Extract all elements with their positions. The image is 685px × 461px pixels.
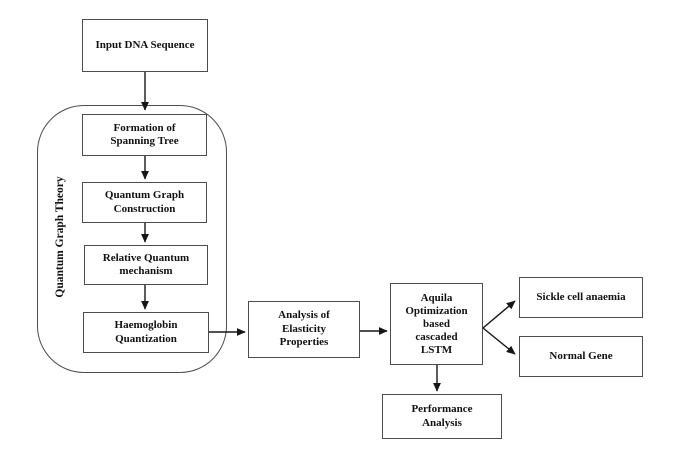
node-label: Relative Quantum mechanism — [102, 251, 190, 278]
node-haemoglobin-quantization: Haemoglobin Quantization — [83, 312, 209, 353]
node-normal-gene: Normal Gene — [519, 336, 643, 377]
node-label: Sickle cell anaemia — [536, 290, 626, 303]
node-label: Quantum Graph Construction — [104, 189, 185, 215]
node-label: Formation of Spanning Tree — [110, 121, 179, 148]
group-label-text: Quantum Graph Theory — [54, 176, 66, 298]
node-performance-analysis: Performance Analysis — [382, 394, 502, 439]
node-label: Normal Gene — [549, 349, 613, 362]
node-sickle-cell-anaemia: Sickle cell anaemia — [519, 277, 643, 318]
node-analysis-of-elasticity-properties: Analysis of Elasticity Properties — [248, 301, 360, 358]
node-label: Aquila Optimization based cascaded LSTM — [405, 291, 468, 356]
node-relative-quantum-mechanism: Relative Quantum mechanism — [84, 245, 208, 285]
node-aquila-optimization-cascaded-lstm: Aquila Optimization based cascaded LSTM — [390, 283, 483, 365]
node-label: Haemoglobin Quantization — [114, 319, 178, 345]
node-formation-of-spanning-tree: Formation of Spanning Tree — [82, 114, 207, 156]
node-label: Performance Analysis — [411, 403, 473, 429]
arrow-aquila-to-sickle — [482, 300, 516, 329]
quantum-graph-theory-group — [37, 105, 227, 373]
node-input-dna-sequence: Input DNA Sequence — [82, 19, 208, 72]
node-label: Analysis of Elasticity Properties — [278, 309, 330, 349]
arrow-aquila-to-normal — [482, 327, 516, 355]
node-label: Input DNA Sequence — [95, 38, 195, 51]
node-quantum-graph-construction: Quantum Graph Construction — [82, 182, 207, 223]
